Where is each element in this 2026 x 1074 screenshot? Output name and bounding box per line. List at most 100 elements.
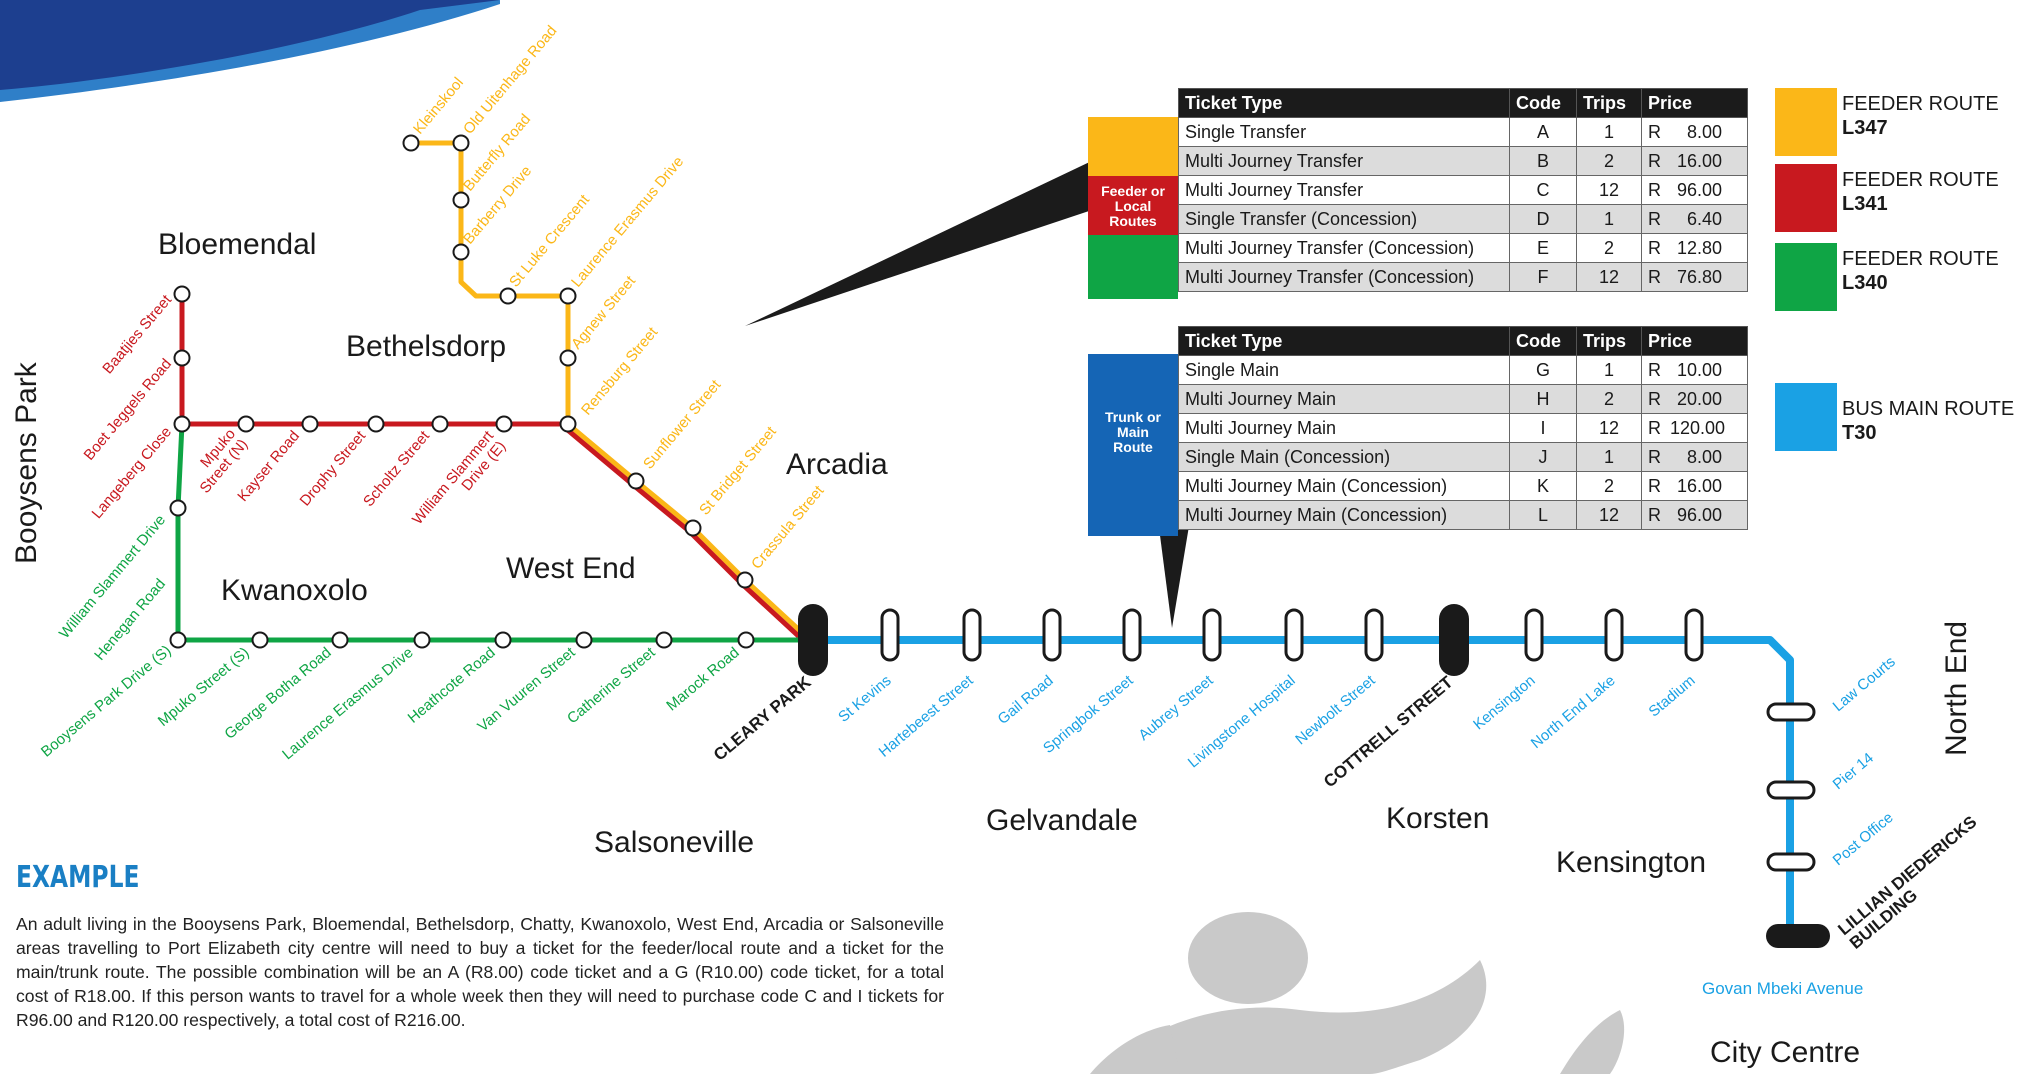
stop-yellow-1 <box>452 134 470 152</box>
ticket-type-cell: Single Transfer (Concession) <box>1178 204 1510 234</box>
example-title: EXAMPLE <box>16 860 140 895</box>
trips-cell: 1 <box>1576 442 1642 472</box>
area-city-centre: City Centre <box>1710 1036 1861 1069</box>
legend-route-code: L341 <box>1842 193 1888 215</box>
legend-route-code: L340 <box>1842 272 1888 294</box>
terminal-lillian-diedericks <box>1766 924 1830 948</box>
main-side-color-blue <box>1088 354 1178 536</box>
legend-route-code: L347 <box>1842 117 1888 139</box>
trips-cell: 1 <box>1576 355 1642 385</box>
code-cell: H <box>1509 384 1577 414</box>
trips-cell: 2 <box>1576 146 1642 176</box>
stop-yellow-4 <box>499 287 517 305</box>
area-arcadia: Arcadia <box>786 448 888 481</box>
code-cell: K <box>1509 471 1577 501</box>
price-value: 12.80 <box>1676 237 1722 258</box>
area-bethelsdorp: Bethelsdorp <box>346 330 507 363</box>
header-ticket-type: Ticket Type <box>1178 88 1510 118</box>
ticket-type-cell: Single Main <box>1178 355 1510 385</box>
code-cell: E <box>1509 233 1577 263</box>
area-korsten: Korsten <box>1386 802 1490 835</box>
trips-cell: 12 <box>1576 262 1642 292</box>
stop-label-kayser-road: Kayser Road <box>234 428 303 505</box>
price-value: 120.00 <box>1670 417 1726 438</box>
main-side-label: Trunk or Main Route <box>1104 409 1161 455</box>
stop-label-crassula-street: Crassula Street <box>748 482 828 573</box>
stop-label-kleinskool: Kleinskool <box>410 74 467 137</box>
stop-blue-vertical-1 <box>1766 780 1816 800</box>
currency-symbol: R <box>1648 475 1661 496</box>
stop-green-0 <box>169 499 187 517</box>
stop-label-govan-mbeki-avenue: Govan Mbeki Avenue <box>1702 979 1863 998</box>
stop-label-aubrey-street: Aubrey Street <box>1135 672 1217 745</box>
stop-yellow-2 <box>452 191 470 209</box>
code-cell: F <box>1509 262 1577 292</box>
stop-label-laurence-erasmus-drive: Laurence Erasmus Drive <box>568 153 687 290</box>
stop-label-kensington: Kensington <box>1470 672 1538 733</box>
ticket-type-cell: Single Main (Concession) <box>1178 442 1510 472</box>
stop-label-st-kevins: St Kevins <box>835 672 894 726</box>
stop-label-marock-road: Marock Road <box>663 644 742 714</box>
table-header-row: Ticket Type Code Trips Price <box>1178 88 1748 118</box>
stop-green-7 <box>655 631 673 649</box>
trips-cell: 1 <box>1576 204 1642 234</box>
code-cell: A <box>1509 117 1577 147</box>
price-value: 76.80 <box>1676 266 1722 287</box>
trips-cell: 2 <box>1576 233 1642 263</box>
ticket-type-cell: Multi Journey Transfer <box>1178 146 1510 176</box>
stop-red-1 <box>173 349 191 367</box>
stop-red-2 <box>173 415 191 433</box>
legend-swatch-l341 <box>1775 164 1837 232</box>
header-code: Code <box>1509 326 1577 356</box>
route-line-yellow <box>411 140 812 642</box>
stop-red-3 <box>237 415 255 433</box>
terminal-label-cleary-park: CLEARY PARK <box>710 672 815 765</box>
stop-blue-2 <box>1042 608 1062 662</box>
legend-swatch-t30 <box>1775 383 1837 451</box>
trips-cell: 2 <box>1576 471 1642 501</box>
price-value: 16.00 <box>1676 150 1722 171</box>
ticket-type-cell: Single Transfer <box>1178 117 1510 147</box>
stop-yellow-6 <box>559 349 577 367</box>
stop-yellow-3 <box>452 243 470 261</box>
ticket-type-cell: Multi Journey Main <box>1178 413 1510 443</box>
code-cell: G <box>1509 355 1577 385</box>
main-ticket-table: Ticket Type Code Trips Price Single Main… <box>1178 326 1748 530</box>
price-value: 8.00 <box>1686 121 1722 142</box>
stop-label-sunflower-street: Sunflower Street <box>640 376 725 473</box>
stop-label-drophy-street: Drophy Street <box>297 427 370 509</box>
stop-yellow-0 <box>402 134 420 152</box>
area-kensington: Kensington <box>1556 846 1707 879</box>
stop-markers <box>169 134 1830 948</box>
code-cell: I <box>1509 413 1577 443</box>
stop-blue-3 <box>1122 608 1142 662</box>
code-cell: B <box>1509 146 1577 176</box>
stop-label-post-office: Post Office <box>1830 809 1897 869</box>
price-value: 10.00 <box>1676 359 1722 380</box>
price-value: 20.00 <box>1676 388 1722 409</box>
price-value: 96.00 <box>1676 179 1722 200</box>
legend-swatch-l340 <box>1775 243 1837 311</box>
feeder-side-color-green <box>1088 235 1178 299</box>
stop-blue-9 <box>1684 608 1704 662</box>
ticket-type-cell: Multi Journey Main (Concession) <box>1178 471 1510 501</box>
header-ticket-type: Ticket Type <box>1178 326 1510 356</box>
feeder-callout-pointer <box>745 158 1098 326</box>
currency-symbol: R <box>1648 504 1661 525</box>
